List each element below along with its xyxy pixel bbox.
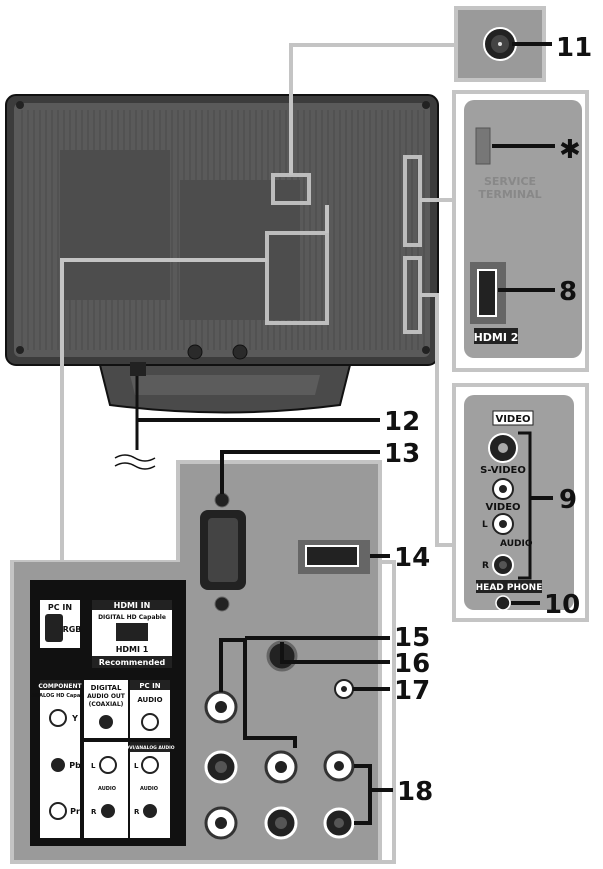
recommended-label: Recommended (99, 658, 166, 667)
callout-16: 16 (394, 649, 430, 679)
side-panel-av: VIDEO S-VIDEO VIDEO L AUDIO R HEAD PHONE (452, 383, 589, 622)
highlight-boxes (265, 155, 422, 334)
video-header-label: VIDEO (495, 414, 530, 425)
video-label: VIDEO (485, 502, 520, 513)
digital-audio-line2: AUDIO OUT (87, 693, 126, 700)
pb-label: Pb (69, 761, 81, 770)
antenna-panel (454, 6, 552, 82)
comp-l-label: L (91, 762, 96, 770)
callout-8: 8 (559, 277, 577, 307)
callout-9: 9 (559, 485, 577, 515)
hdmi1-label: HDMI 1 (116, 645, 149, 654)
callout-15: 15 (394, 623, 430, 653)
callout-11: 11 (556, 33, 592, 63)
tv-stand (98, 364, 352, 414)
audio-label: AUDIO (500, 539, 533, 549)
comp-r-label: R (91, 808, 97, 816)
callout-lines (138, 418, 393, 825)
pc-in-audio-header: PC IN (139, 682, 160, 690)
dvi-l-label: L (134, 762, 139, 770)
pc-audio-label: AUDIO (137, 696, 162, 704)
callout-18: 18 (397, 777, 433, 807)
r-label: R (482, 561, 489, 571)
pc-in-label: PC IN (48, 603, 72, 612)
y-label: Y (71, 714, 78, 723)
leader-lines (60, 43, 456, 560)
callout-10: 10 (544, 590, 580, 620)
digital-audio-line3: (COAXIAL) (89, 701, 124, 708)
analog-hd-label: ANALOG HD Capable (31, 693, 89, 699)
rgb-label: RGB (63, 625, 82, 634)
comp-audio-label: AUDIO (98, 786, 116, 792)
callout-12: 12 (384, 407, 420, 437)
rear-connector-panel: PC IN RGB HDMI IN DIGITAL HD Capable HDM… (10, 460, 396, 864)
pr-label: Pr (70, 807, 80, 816)
dvi-audio-label: AUDIO (140, 786, 158, 792)
dvi-analog-audio-label: DVI/ANALOG AUDIO (125, 745, 174, 751)
l-label: L (482, 520, 488, 530)
power-cord (114, 362, 156, 470)
callout-17: 17 (394, 676, 430, 706)
hdmi-capable-label: DIGITAL HD Capable (98, 614, 166, 621)
callout-star: ✱ (559, 135, 581, 165)
terminal-label: TERMINAL (478, 188, 541, 201)
svideo-label: S-VIDEO (480, 465, 526, 476)
callout-13: 13 (384, 439, 420, 469)
service-label: SERVICE (484, 175, 536, 188)
tv-back-body (5, 94, 439, 366)
headphone-label: HEAD PHONE (476, 583, 543, 593)
callout-numbers: 11 ✱ 8 9 10 12 13 14 15 16 17 18 (384, 33, 592, 807)
side-panel-upper: SERVICE TERMINAL HDMI 2 (452, 90, 589, 372)
hdmi-in-label: HDMI IN (114, 601, 151, 610)
hdmi2-label: HDMI 2 (474, 331, 519, 344)
dvi-r-label: R (134, 808, 140, 816)
component-label: COMPONENT (38, 683, 82, 690)
digital-audio-line1: DIGITAL (91, 684, 122, 692)
callout-14: 14 (394, 543, 430, 573)
